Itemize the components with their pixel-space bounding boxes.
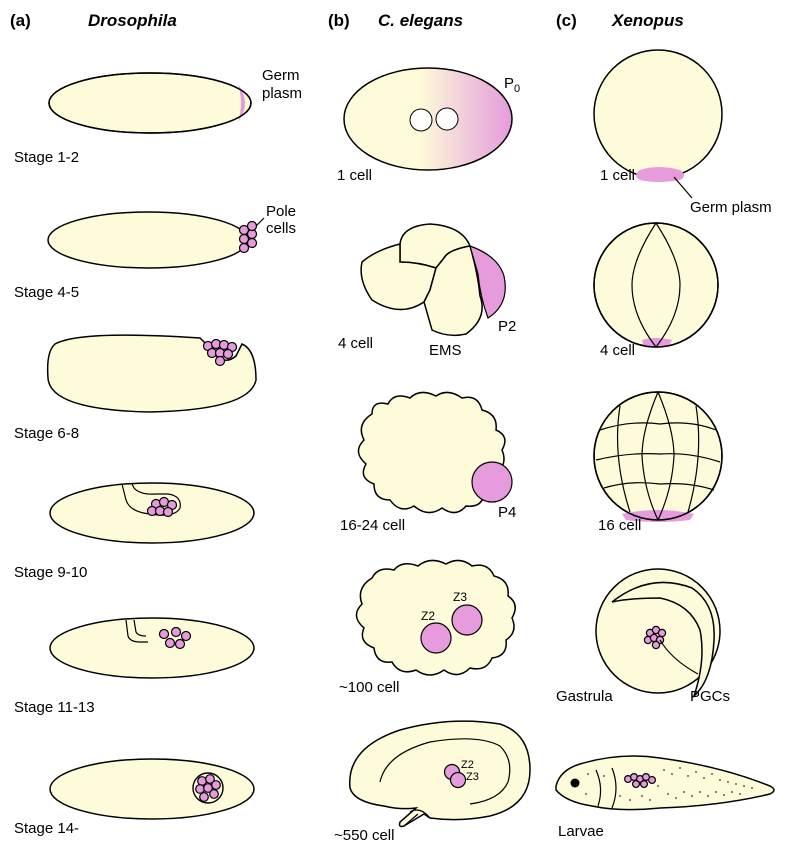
celegans-550-cell: Z2 Z3 ~550 cell <box>334 721 530 844</box>
p4-cell <box>472 462 512 502</box>
z2-cell <box>421 623 451 653</box>
tadpole-outline <box>556 756 774 810</box>
pole-cells-label: Pole <box>266 203 296 220</box>
embryo-outline <box>350 721 530 826</box>
stage-label: Gastrula <box>556 688 613 705</box>
stage-label: Stage 4-5 <box>14 284 79 301</box>
celegans-4-cell: P2 EMS 4 cell <box>338 224 516 359</box>
z3-label: Z3 <box>453 590 467 604</box>
embryo-outline <box>50 618 254 678</box>
embryo-outline <box>48 212 248 268</box>
stage-label: ~550 cell <box>334 827 394 844</box>
organism-xenopus: Xenopus <box>611 11 684 30</box>
stage-label: 16 cell <box>598 517 641 534</box>
pole-cells-label-2: cells <box>266 220 296 237</box>
stage-label: Stage 11-13 <box>14 699 95 716</box>
drosophila-stage-9-10: Stage 9-10 <box>14 483 254 581</box>
stage-label: 1 cell <box>600 167 635 184</box>
panel-letter-b: (b) <box>328 11 350 30</box>
stage-label: Stage 1-2 <box>14 149 79 166</box>
stage-label: 4 cell <box>338 335 373 352</box>
z2-label: Z2 <box>461 759 474 771</box>
xenopus-1-cell: 1 cell Germ plasm <box>594 50 772 216</box>
stage-label: Stage 9-10 <box>14 564 87 581</box>
z3-cell <box>451 773 466 788</box>
p2-label: P2 <box>498 318 516 335</box>
z2-label: Z2 <box>421 609 435 623</box>
embryo-outline <box>356 560 515 675</box>
p4-label: P4 <box>498 504 516 521</box>
column-header-b: (b) C. elegans <box>328 11 463 30</box>
column-header-a: (a) Drosophila <box>10 11 177 30</box>
ems-label: EMS <box>429 342 462 359</box>
panel-letter-a: (a) <box>10 11 31 30</box>
celegans-16-24-cell: P4 16-24 cell <box>340 392 516 534</box>
drosophila-stage-4-5: Pole cells Stage 4-5 <box>14 203 296 301</box>
column-header-c: (c) Xenopus <box>556 11 684 30</box>
egg-outline <box>594 50 722 178</box>
stage-label: Stage 14- <box>14 820 79 837</box>
drosophila-stage-6-8: Stage 6-8 <box>14 335 256 442</box>
pgcs-label: PGCs <box>690 688 730 705</box>
stage-label: Stage 6-8 <box>14 425 79 442</box>
xenopus-4-cell: 4 cell <box>594 223 718 359</box>
drosophila-stage-11-13: Stage 11-13 <box>14 618 254 716</box>
p0-label: P0 <box>504 75 520 95</box>
stage-label: 16-24 cell <box>340 517 405 534</box>
organism-drosophila: Drosophila <box>88 11 177 30</box>
pole-cells-cluster <box>240 222 257 253</box>
germ-plasm-label-2: plasm <box>262 85 302 102</box>
eye-icon <box>571 779 580 788</box>
celegans-1-cell: P0 1 cell <box>337 68 520 184</box>
germ-plasm-label: Germ <box>262 67 300 84</box>
z3-label: Z3 <box>466 771 479 783</box>
stage-label: 1 cell <box>337 167 372 184</box>
xenopus-gastrula: Gastrula PGCs <box>556 569 730 705</box>
germ-plasm-label: Germ plasm <box>690 199 772 216</box>
pronucleus <box>410 109 432 131</box>
stage-label: Larvae <box>558 823 604 840</box>
celegans-100-cell: Z2 Z3 ~100 cell <box>339 560 515 696</box>
organism-celegans: C. elegans <box>378 11 463 30</box>
stage-label: ~100 cell <box>339 679 399 696</box>
xenopus-16-cell: 16 cell <box>594 392 722 534</box>
z3-cell <box>452 605 482 635</box>
pronucleus <box>436 108 458 130</box>
xenopus-larvae: Larvae <box>556 756 774 840</box>
panel-letter-c: (c) <box>556 11 577 30</box>
drosophila-stage-14: Stage 14- <box>14 759 254 837</box>
drosophila-stage-1-2: Germ plasm Stage 1-2 <box>14 67 302 166</box>
stage-label: 4 cell <box>600 342 635 359</box>
